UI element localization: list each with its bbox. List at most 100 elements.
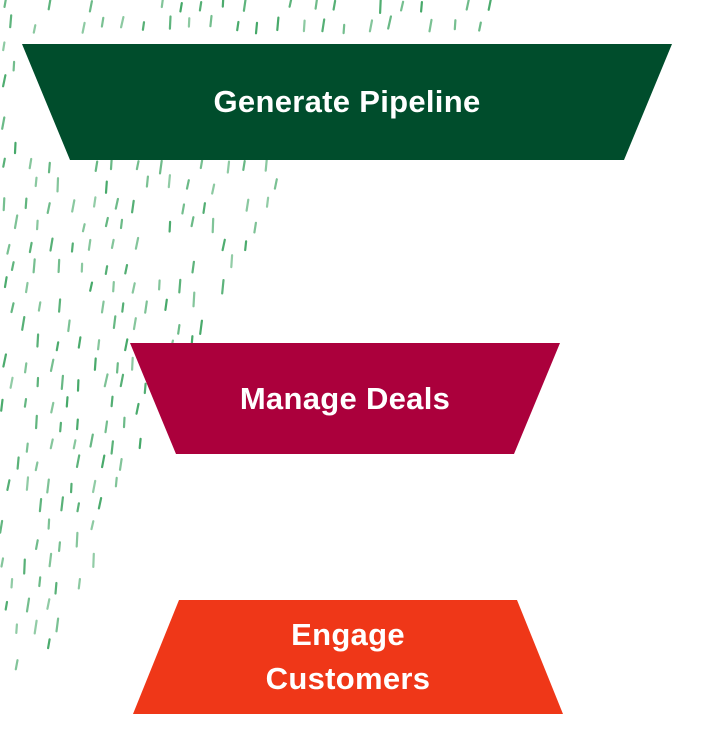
dash-stroke: [12, 60, 16, 72]
dash-stroke: [81, 223, 86, 233]
dash-stroke: [221, 0, 225, 8]
stage-label-line-customers: Customers: [265, 661, 431, 696]
dash-stroke: [226, 160, 231, 174]
dash-stroke: [202, 202, 206, 214]
dash-stroke: [332, 0, 337, 11]
dash-stroke: [25, 597, 31, 613]
dash-stroke: [242, 0, 247, 12]
dash-stroke: [28, 157, 33, 170]
dash-stroke: [100, 300, 105, 314]
dash-stroke: [110, 395, 114, 408]
dash-stroke: [132, 317, 137, 331]
dash-stroke: [192, 291, 196, 308]
dash-stroke: [112, 315, 117, 329]
dash-stroke: [368, 19, 374, 33]
dash-stroke: [14, 659, 19, 671]
dash-stroke: [1, 116, 6, 130]
dash-stroke: [314, 0, 318, 10]
dash-stroke: [34, 176, 38, 188]
dash-stroke: [2, 41, 6, 52]
dash-stroke: [400, 0, 405, 12]
dash-stroke: [28, 241, 33, 254]
dash-stroke: [46, 478, 50, 494]
dash-stroke: [119, 16, 125, 29]
dash-stroke: [104, 216, 109, 228]
dash-stroke: [33, 619, 38, 635]
dash-stroke: [124, 338, 129, 352]
dash-stroke: [420, 0, 423, 13]
dash-stroke: [60, 496, 65, 512]
dash-stroke: [93, 357, 97, 371]
dash-stroke: [92, 552, 95, 569]
dash-stroke: [59, 421, 63, 433]
dash-stroke: [9, 376, 14, 389]
dash-stroke: [2, 197, 6, 212]
funnel-stage-manage-deals: [130, 343, 560, 454]
dash-stroke: [32, 258, 36, 274]
dash-stroke: [57, 298, 62, 313]
dash-stroke: [478, 21, 482, 32]
dash-stroke: [160, 0, 164, 9]
dash-stroke: [265, 196, 270, 208]
dash-stroke: [100, 16, 105, 28]
dash-stroke: [56, 177, 60, 193]
dash-stroke: [35, 219, 39, 231]
dash-stroke: [49, 237, 54, 252]
dash-stroke: [242, 160, 246, 171]
dash-stroke: [10, 577, 14, 589]
dash-stroke: [37, 301, 42, 312]
dash-stroke: [88, 0, 94, 13]
dash-stroke: [77, 577, 82, 590]
dash-stroke: [131, 282, 136, 294]
dash-stroke: [114, 197, 120, 210]
dash-stroke: [135, 160, 140, 171]
dash-stroke: [3, 0, 7, 9]
dash-stroke: [25, 476, 30, 491]
dash-stroke: [0, 398, 4, 412]
dash-stroke: [387, 15, 392, 30]
dash-stroke: [13, 141, 17, 155]
dash-stroke: [16, 456, 20, 470]
dash-stroke: [221, 279, 225, 295]
dash-stroke: [3, 276, 8, 289]
dash-stroke: [89, 433, 94, 448]
dash-stroke: [65, 396, 69, 408]
dash-stroke: [168, 220, 172, 233]
dash-stroke: [71, 199, 76, 213]
dash-stroke: [199, 159, 204, 170]
dash-stroke: [81, 21, 86, 34]
funnel-stage-generate-pipeline: [22, 44, 672, 160]
dash-stroke: [76, 502, 81, 513]
dash-stroke: [75, 531, 79, 548]
dash-stroke: [25, 442, 29, 453]
dash-stroke: [34, 461, 39, 472]
dash-stroke: [36, 333, 40, 348]
dash-stroke: [104, 420, 109, 434]
dash-stroke: [124, 264, 129, 275]
dash-stroke: [97, 497, 103, 510]
dash-stroke: [114, 476, 118, 488]
dash-stroke: [177, 324, 181, 335]
dash-stroke: [131, 356, 134, 371]
dash-stroke: [13, 214, 19, 230]
dash-stroke: [94, 160, 99, 172]
dash-stroke: [54, 581, 58, 595]
dash-stroke: [47, 518, 51, 530]
dash-stroke: [34, 414, 38, 430]
dash-stroke: [104, 180, 108, 194]
dash-stroke: [453, 19, 457, 31]
dash-stroke: [199, 319, 203, 335]
dash-stroke: [143, 382, 147, 395]
dash-stroke: [254, 21, 259, 35]
dash-stroke: [487, 0, 492, 11]
dash-stroke: [119, 218, 124, 230]
dash-stroke: [131, 199, 135, 214]
dash-stroke: [75, 418, 79, 431]
dash-stroke: [190, 216, 195, 228]
dash-stroke: [144, 300, 148, 314]
dash-stroke: [2, 353, 8, 368]
dash-stroke: [103, 373, 109, 388]
dash-stroke: [25, 281, 29, 294]
dash-stroke: [211, 217, 215, 234]
dash-stroke: [122, 416, 126, 429]
